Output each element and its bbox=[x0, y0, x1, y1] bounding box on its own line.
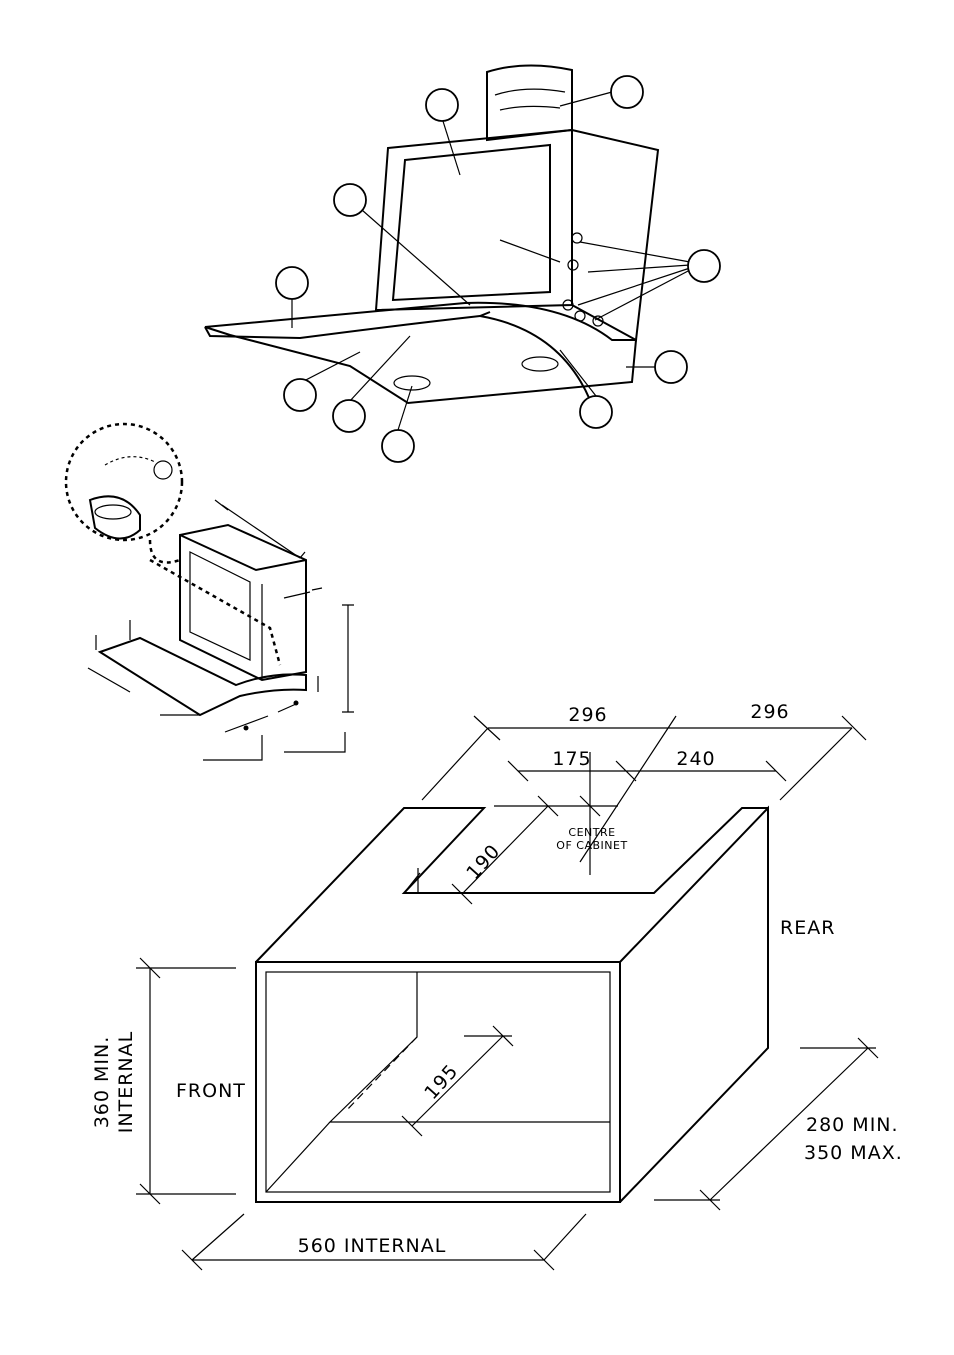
dim-296-line bbox=[473, 715, 867, 863]
dim-depth-line bbox=[654, 1037, 879, 1211]
leader-11 bbox=[559, 349, 597, 397]
bracket-hole bbox=[94, 504, 132, 520]
detail-magnifier-circle bbox=[64, 422, 184, 542]
dim-fixings bbox=[224, 703, 297, 733]
bracket-part bbox=[88, 495, 141, 540]
duct-chimney bbox=[486, 64, 573, 142]
rear-label: REAR bbox=[780, 917, 835, 939]
range-hood-illustration bbox=[204, 64, 721, 463]
light-left bbox=[393, 375, 431, 391]
screw-path bbox=[104, 456, 156, 466]
callout-circle-9 bbox=[579, 395, 613, 429]
wall-plug bbox=[153, 460, 173, 480]
screw-3 bbox=[562, 299, 574, 311]
cutout-depth bbox=[403, 868, 421, 894]
dim-leader-lines bbox=[203, 732, 346, 761]
depth-label-line1: 280 MIN. bbox=[806, 1114, 899, 1136]
cabinet-right-side bbox=[619, 805, 769, 1203]
callout-circle-3 bbox=[333, 183, 367, 217]
leader-4 bbox=[499, 239, 561, 263]
fixing-dotted-line bbox=[149, 558, 282, 666]
mounting-detail-illustration bbox=[64, 422, 354, 761]
light-right bbox=[521, 356, 559, 372]
dim-296-right-label: 296 bbox=[750, 701, 789, 723]
leader-10 bbox=[397, 385, 413, 431]
mini-hood-top-edge bbox=[179, 534, 307, 572]
dim-195-line bbox=[401, 1025, 514, 1137]
dim-296-left-label: 296 bbox=[568, 704, 607, 726]
leader-1 bbox=[559, 91, 613, 107]
centre-label-line1: CENTRE bbox=[568, 826, 615, 839]
screw-1 bbox=[571, 232, 583, 244]
screw-5 bbox=[592, 315, 604, 327]
dim-height-line bbox=[136, 957, 236, 1205]
canopy-curve bbox=[479, 315, 591, 401]
fix-point-1 bbox=[243, 725, 249, 731]
callout-circle-8 bbox=[332, 399, 366, 433]
dim-height bbox=[342, 604, 354, 713]
leader-2 bbox=[441, 117, 461, 176]
callout-circle-1 bbox=[610, 75, 644, 109]
dim-width-line bbox=[181, 1213, 587, 1271]
glass-canopy bbox=[204, 301, 638, 405]
callout-circle-7 bbox=[283, 378, 317, 412]
callout-circle-4 bbox=[687, 249, 721, 283]
callout-circle-2 bbox=[425, 88, 459, 122]
cabinet-front-inner bbox=[265, 971, 611, 1193]
dim-190-label: 190 bbox=[462, 840, 505, 884]
dim-240-label: 240 bbox=[676, 748, 715, 770]
detail-pointer bbox=[148, 539, 181, 564]
filter-panel bbox=[391, 143, 551, 302]
dim-175-label: 175 bbox=[552, 748, 591, 770]
dim-190-line bbox=[451, 795, 559, 905]
dim-depth bbox=[283, 587, 323, 599]
dim-front-width bbox=[87, 667, 200, 716]
duct-ribs bbox=[494, 88, 566, 111]
leader-5 bbox=[577, 241, 691, 321]
callout-circle-10 bbox=[381, 429, 415, 463]
leader-8 bbox=[299, 351, 361, 384]
callout-circle-6 bbox=[654, 350, 688, 384]
height-label-line1: 360 MIN. bbox=[91, 1036, 113, 1129]
cabinet-floor-edge bbox=[265, 1121, 331, 1193]
dim-top-width bbox=[214, 499, 306, 559]
dim-296-extensions bbox=[421, 727, 853, 801]
callout-circle-5 bbox=[275, 266, 309, 300]
leader-9 bbox=[348, 335, 411, 403]
cabinet-interior bbox=[328, 972, 610, 1123]
hood-body-front bbox=[374, 128, 573, 312]
centre-line-horizontal bbox=[494, 795, 618, 817]
screw-2 bbox=[567, 259, 579, 271]
cabinet-diagram: 296 296 175 240 190 CENTRE OF CABINET RE… bbox=[91, 701, 903, 1271]
fix-point-2 bbox=[293, 700, 299, 706]
mini-hood-body bbox=[179, 523, 307, 682]
centre-label-line2: OF CABINET bbox=[556, 839, 627, 852]
glass-edge bbox=[204, 311, 491, 340]
height-label-line2: INTERNAL bbox=[115, 1031, 137, 1133]
dim-175-240-line bbox=[507, 760, 787, 782]
hood-body-side bbox=[571, 129, 660, 342]
mini-hood-panel bbox=[189, 551, 251, 661]
cabinet-top-face bbox=[255, 807, 768, 963]
width-label: 560 INTERNAL bbox=[298, 1235, 447, 1257]
depth-label-line2: 350 MAX. bbox=[804, 1142, 903, 1164]
front-label: FRONT bbox=[176, 1080, 246, 1102]
leader-3 bbox=[361, 209, 471, 306]
mini-canopy-dims bbox=[95, 620, 131, 650]
mini-canopy bbox=[97, 636, 307, 717]
cabinet-interior-dashed bbox=[344, 1036, 418, 1113]
